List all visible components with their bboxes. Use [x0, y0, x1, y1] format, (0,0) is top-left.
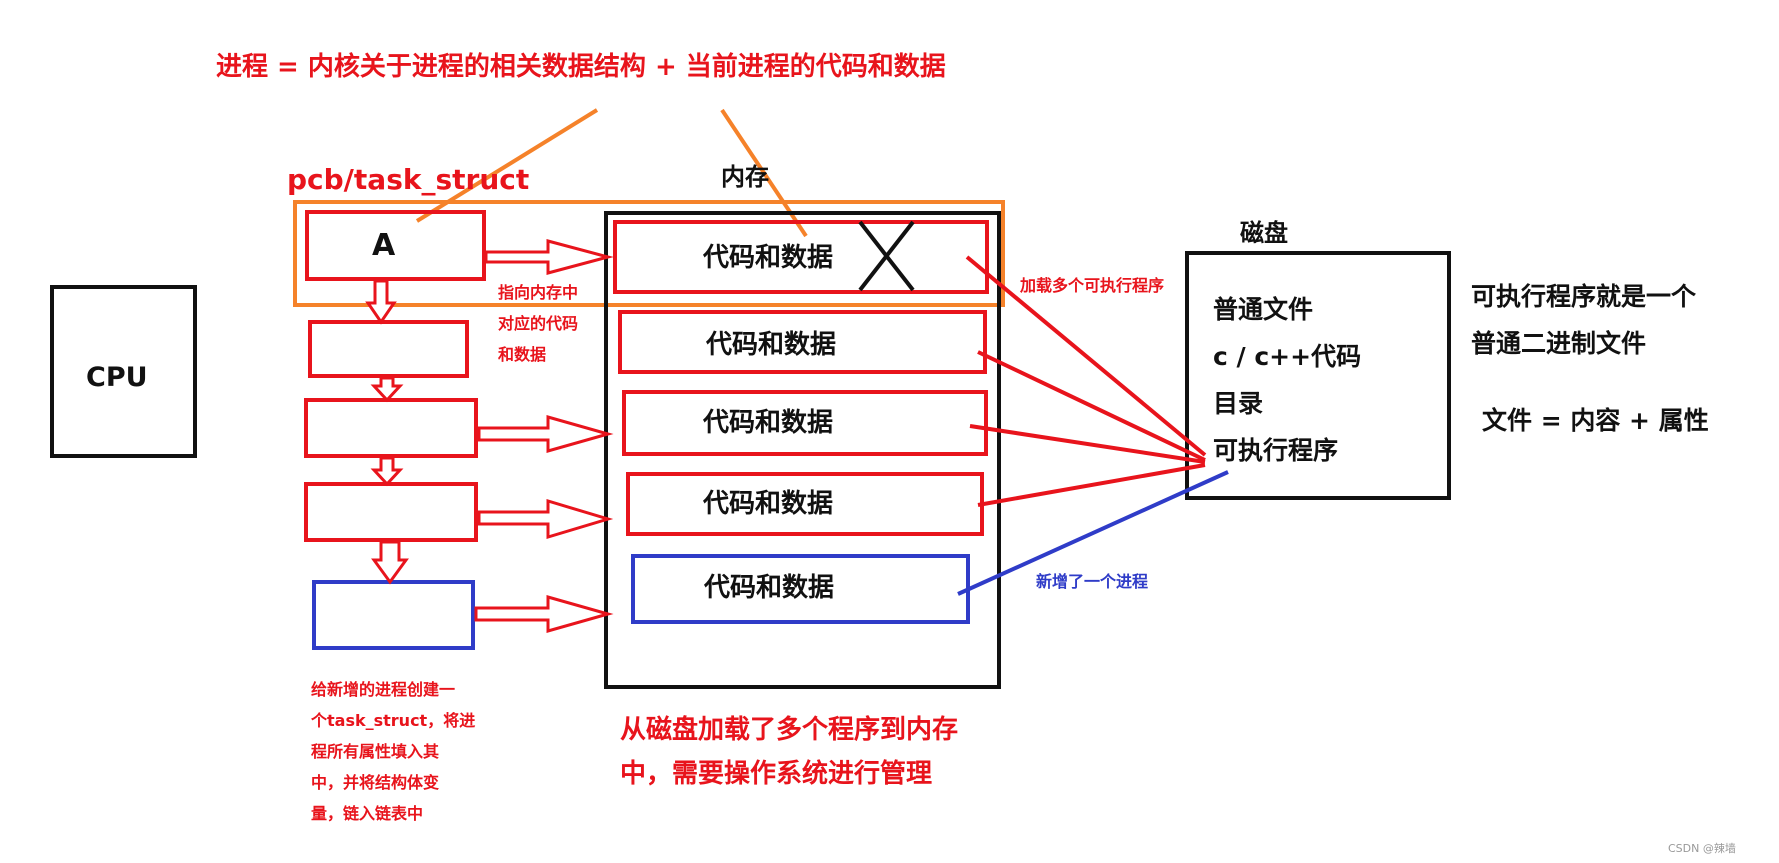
new-process-note: 新增了一个进程: [1036, 572, 1149, 591]
cpu-label: CPU: [86, 362, 148, 393]
cross-mark-b: [858, 220, 915, 292]
new-task-note-line-1: 给新增的进程创建一: [311, 680, 456, 699]
pcb-box-4: [304, 482, 478, 542]
pcb-label: pcb/task_struct: [287, 163, 530, 196]
mem-box-3: [622, 390, 988, 456]
link-arrow-3: [370, 456, 404, 487]
memory-label: 内存: [721, 163, 769, 191]
disk-item-executable: 可执行程序: [1213, 436, 1339, 465]
new-task-note-line-5: 量，链入链表中: [311, 804, 424, 823]
pcb-a-label: A: [372, 228, 396, 263]
arrow-a-to-mem: [484, 239, 614, 275]
exe-note-line-1: 可执行程序就是一个: [1471, 282, 1697, 311]
linked-list-arrows: [365, 279, 409, 585]
mem-box-3-label: 代码和数据: [703, 408, 834, 438]
mem-box-new-label: 代码和数据: [704, 573, 835, 603]
new-process-line: [957, 470, 1229, 596]
load-line-4: [977, 463, 1206, 507]
watermark: CSDN @辣墙: [1668, 842, 1736, 855]
os-note: 从磁盘加载了多个程序到内存 中，需要操作系统进行管理: [620, 708, 958, 796]
pointer-note-line-2: 对应的代码: [498, 314, 579, 333]
new-task-note-line-3: 程所有属性填入其: [311, 742, 440, 761]
disk-box: [1185, 251, 1451, 500]
link-arrow-2: [370, 376, 404, 403]
pcb-box-a: [305, 210, 486, 281]
disk-item-source-code: c / c++代码: [1213, 342, 1362, 371]
new-task-note-line-4: 中，并将结构体变: [311, 773, 440, 792]
disk-label: 磁盘: [1240, 219, 1288, 247]
arrow-3-to-mem: [477, 415, 614, 453]
disk-items: 普通文件 c / c++代码 目录 可执行程序: [1213, 286, 1361, 474]
load-line-3: [969, 424, 1206, 464]
arrow-new-to-mem: [474, 595, 614, 633]
pointer-note: 指向内存中 对应的代码 和数据: [498, 277, 578, 370]
link-arrow-4: [371, 540, 409, 585]
arrow-4-to-mem: [477, 498, 614, 540]
pointer-note-line-3: 和数据: [498, 345, 547, 364]
file-formula: 文件 = 内容 + 属性: [1482, 406, 1709, 435]
exe-note-line-2: 普通二进制文件: [1471, 329, 1647, 358]
os-note-line-1: 从磁盘加载了多个程序到内存: [620, 715, 959, 745]
title-formula: 进程 = 内核关于进程的相关数据结构 + 当前进程的代码和数据: [216, 52, 946, 82]
mem-box-2-label: 代码和数据: [706, 330, 837, 360]
pcb-box-new: [312, 580, 475, 650]
pcb-box-2: [308, 320, 469, 378]
mem-box-2: [618, 310, 987, 374]
link-arrow-1: [365, 279, 397, 325]
os-note-line-2: 中，需要操作系统进行管理: [620, 759, 933, 789]
new-task-note: 给新增的进程创建一 个task_struct，将进 程所有属性填入其 中，并将结…: [311, 674, 475, 829]
orange-highlight-box: [293, 200, 1005, 307]
load-line-1: [965, 255, 1207, 457]
pointer-note-line-1: 指向内存中: [498, 283, 579, 302]
load-lines: [965, 255, 1207, 507]
mem-box-1-label: 代码和数据: [703, 243, 834, 273]
disk-item-directory: 目录: [1213, 389, 1264, 418]
mem-box-4-label: 代码和数据: [703, 489, 834, 519]
memory-box: [604, 211, 1001, 689]
cpu-box: [50, 285, 197, 458]
load-line-2: [977, 350, 1206, 462]
disk-item-regular-file: 普通文件: [1213, 295, 1314, 324]
pcb-box-3: [304, 398, 478, 458]
new-task-note-line-2: 个task_struct，将进: [311, 711, 476, 730]
load-note: 加载多个可执行程序: [1020, 276, 1165, 295]
pointer-arrows-red: [477, 239, 614, 540]
mem-box-1: [613, 220, 989, 294]
exe-note: 可执行程序就是一个 普通二进制文件: [1471, 273, 1696, 367]
